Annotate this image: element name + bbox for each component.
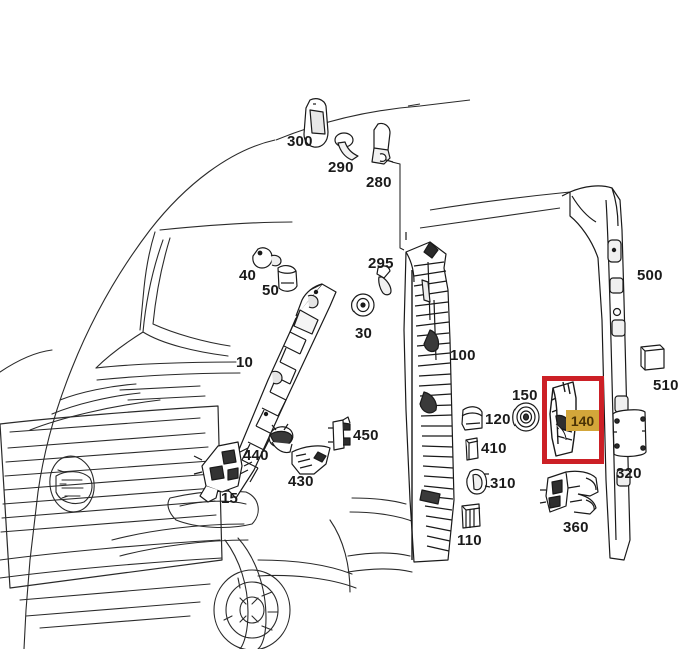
callout-10: 10 [236,354,254,371]
callout-badge-140: 140 [566,410,599,431]
callout-360: 360 [563,519,589,536]
callout-440: 440 [243,447,269,464]
callout-40: 40 [239,267,257,284]
callout-310: 310 [490,475,516,492]
callout-100: 100 [450,347,476,364]
callout-410: 410 [481,440,507,457]
callout-120: 120 [485,411,511,428]
part-295-screw-stud [376,265,392,296]
part-100-b-pillar-trim [403,232,455,563]
part-50-expansion-rivet [277,265,298,292]
part-290-rivet-pin [334,132,359,161]
callout-110: 110 [457,532,482,549]
callout-320: 320 [616,465,642,482]
callout-430: 430 [288,473,314,490]
callout-50: 50 [262,282,280,299]
callout-450: 450 [353,427,379,444]
part-120-small-cover [461,406,483,431]
part-310-ring-grommet [466,468,491,495]
callout-15: 15 [221,490,239,507]
part-40-grommet [252,247,282,269]
part-300-clip-cover [303,98,329,148]
callout-280: 280 [366,174,392,191]
van-body-outline [0,139,415,649]
callout-500: 500 [637,267,663,284]
part-410-small-block [465,437,479,461]
part-450-retaining-clip [328,416,351,451]
leader-line-280-to-100 [391,161,405,251]
part-140-highlighted-pillar-trim [549,381,577,457]
part-150-rotary-knob [512,402,540,432]
part-280-bracket-clip [371,122,394,165]
part-15-lower-pillar-trim [193,441,249,503]
highlight-selection-box [542,376,604,464]
callout-300: 300 [287,133,313,150]
callout-510: 510 [653,377,679,394]
callout-295: 295 [368,255,394,272]
callout-30: 30 [355,325,373,342]
part-430-trim-wedge [291,445,331,475]
part-320-rectangular-cover-plate [612,409,647,458]
part-30-cap-plug [351,293,375,317]
callout-badge-140-label: 140 [570,412,595,429]
part-500-roof-frame-trim [561,185,631,561]
part-10-a-pillar-trim [223,283,337,499]
roof-lines [275,99,571,229]
callout-290: 290 [328,159,354,176]
part-110-u-clip [461,503,481,529]
part-360-bracket-assembly [539,470,599,515]
part-510-square-cap [640,344,665,371]
callout-150: 150 [512,387,538,404]
part-440-knob-handle [268,423,294,454]
